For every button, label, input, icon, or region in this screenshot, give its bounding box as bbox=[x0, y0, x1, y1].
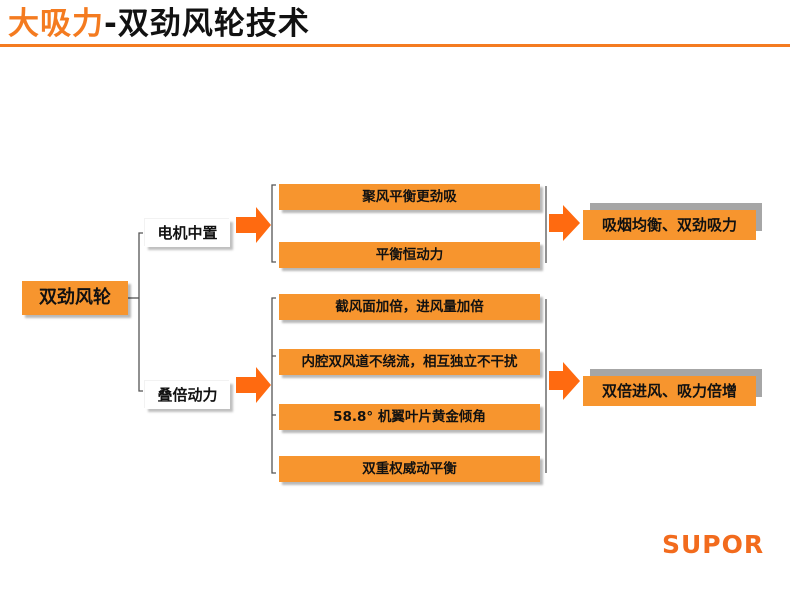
feature-item: 平衡恒动力 bbox=[279, 242, 540, 268]
arrow-icon bbox=[549, 205, 580, 241]
arrow-icon bbox=[549, 362, 580, 400]
supor-logo: SUPOR bbox=[662, 530, 765, 559]
leaf-bracket-b bbox=[271, 297, 276, 474]
feature-item: 聚风平衡更劲吸 bbox=[279, 184, 540, 210]
mid-bracket bbox=[138, 232, 143, 392]
arrow-icon bbox=[236, 207, 271, 243]
feature-item: 双重权威动平衡 bbox=[279, 456, 540, 482]
title-underline bbox=[0, 44, 790, 47]
feature-item: 内腔双风道不绕流，相互独立不干扰 bbox=[279, 349, 540, 375]
result-node-motor: 吸烟均衡、双劲吸力 bbox=[583, 210, 756, 240]
title-rest: -双劲风轮技术 bbox=[104, 6, 310, 42]
feature-item: 58.8° 机翼叶片黄金倾角 bbox=[279, 404, 540, 430]
result-node-power: 双倍进风、吸力倍增 bbox=[583, 376, 756, 406]
slide-title: 大吸力-双劲风轮技术 bbox=[8, 4, 310, 44]
title-accent: 大吸力 bbox=[8, 6, 104, 42]
branch-node-power: 叠倍动力 bbox=[145, 381, 230, 409]
branch-node-motor: 电机中置 bbox=[145, 219, 230, 247]
arrow-icon bbox=[236, 367, 271, 403]
leaf-bracket-a bbox=[271, 184, 276, 263]
root-node: 双劲风轮 bbox=[22, 281, 128, 315]
feature-item: 截风面加倍，进风量加倍 bbox=[279, 294, 540, 320]
